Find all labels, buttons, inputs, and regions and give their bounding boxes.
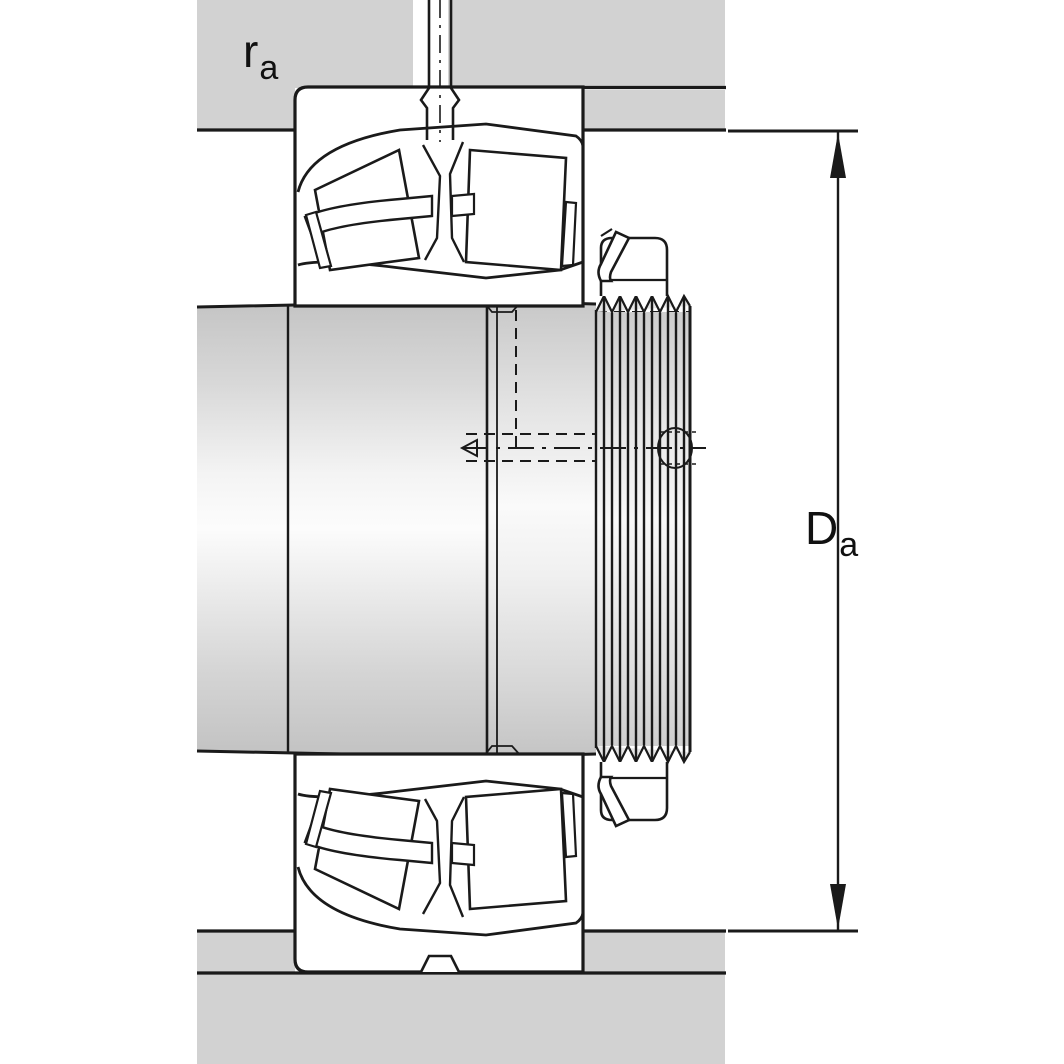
roller-bottom-right [464,787,568,911]
lock-washer-bottom-tab [597,775,631,828]
cage-side-strip-top-right [560,200,578,268]
ra-subscript: a [259,49,279,87]
thread-crest-top [595,293,691,315]
shaft-group [196,299,597,759]
housing-top-middle-left [295,0,413,88]
bearing-inner-raceway-top [296,122,585,193]
thread-crest-bottom [595,743,691,765]
cage-band-top [303,194,434,238]
centre-axis-group [459,427,706,469]
lock-washer-top-tab [597,230,631,283]
lubrication-hole-top [419,0,461,142]
sleeve-bottom-notch [483,745,521,757]
lock-nut-group [594,293,692,765]
bearing-bottom-half [293,752,585,974]
cage-band-bottom-right-stub [450,841,476,867]
dimension-da-group [728,129,858,933]
housing-top-right [583,0,725,86]
housing-bottom-full [197,974,725,1064]
lock-washer-bottom-group [597,762,669,828]
da-arrowhead-bottom [830,884,846,929]
bore-hatch [660,431,700,465]
housing-top-right-lower [583,90,725,130]
da-subscript: a [839,526,859,564]
lock-washer-top-tab-tip [600,228,613,237]
cage-center-web-top [421,144,442,261]
outer-ring-notch-bottom [419,954,461,973]
thread-flank-lines [602,297,686,761]
housing-shoulder-diameter-label: Da [805,502,858,562]
da-base: D [805,502,839,554]
bearing-top-half [293,0,585,308]
shaft-body [197,301,487,757]
ra-base: r [243,25,259,77]
sleeve-body [487,301,596,757]
cage-band-bottom [303,821,434,865]
housing-top-middle-right [448,0,583,88]
fillet-radius-label: ra [243,25,278,85]
cage-side-strip-bottom-left [304,789,333,849]
lube-hole-outline [419,0,461,140]
da-arrowhead-top [830,133,846,178]
housing-block-group [197,0,725,1064]
cage-band-top-right-stub [450,192,476,218]
housing-bottom-left [197,932,295,972]
cage-side-strip-bottom-right [560,791,578,859]
cage-center-web-bottom [421,798,442,915]
bearing-inner-raceway-bottom [296,866,585,937]
roller-top-right [464,148,568,272]
housing-top-left [197,0,295,130]
cage-side-strip-top-left [304,210,333,270]
centre-axis-arrow [459,438,478,458]
bore-marker [657,427,693,469]
lock-washer-top-group [597,228,669,296]
housing-bottom-right [583,932,725,972]
